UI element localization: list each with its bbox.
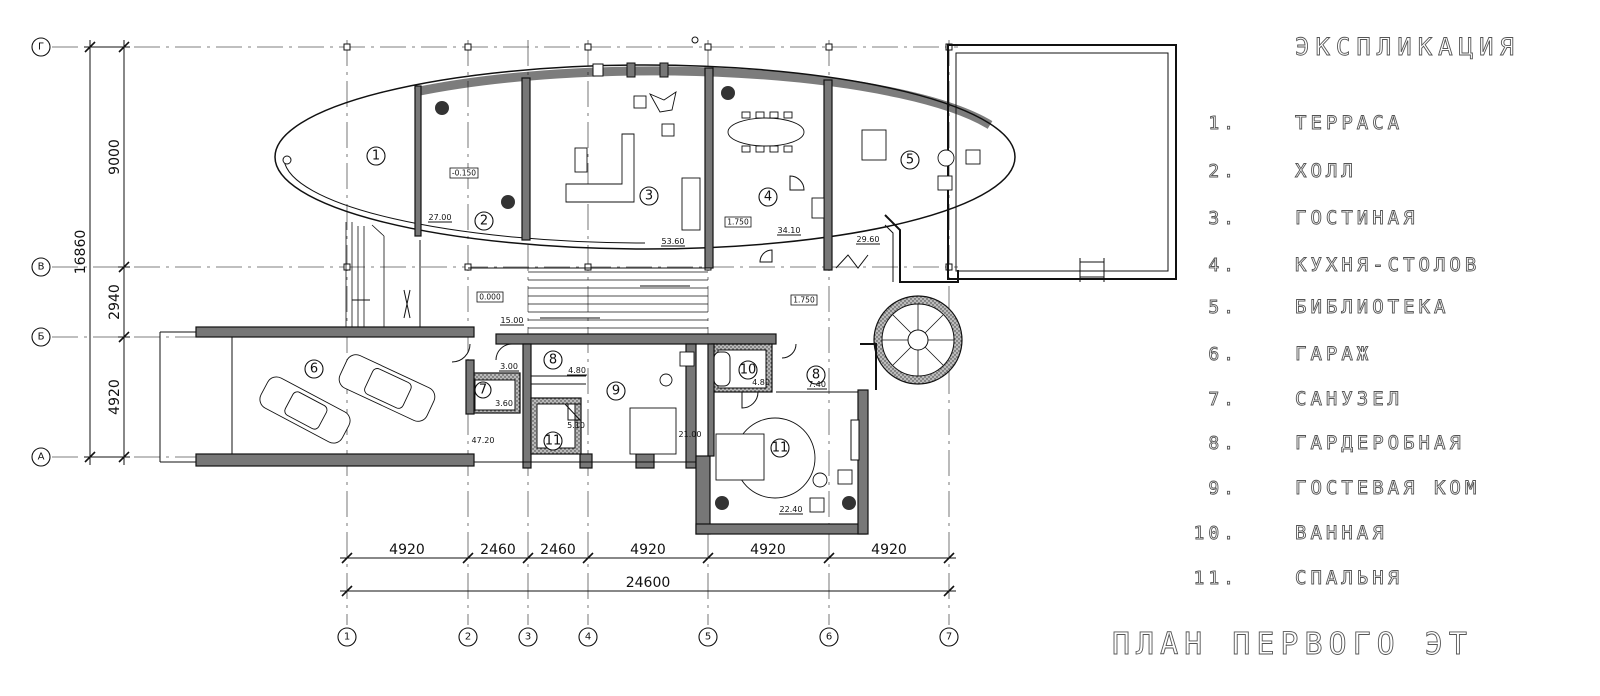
area-22: 22.40: [780, 505, 803, 514]
area-34: 34.10: [778, 226, 801, 235]
room-number-6: 6: [310, 362, 318, 377]
legend-name-6: ГАРАЖ: [1295, 343, 1372, 365]
legend-name-4: КУХНЯ-СТОЛОВ: [1295, 254, 1480, 276]
room-number-5: 5: [906, 153, 914, 168]
area-4-8: 4.80: [568, 366, 586, 375]
axis-letter-v: В: [38, 262, 45, 273]
area-27: 27.00: [429, 213, 452, 222]
area-29: 29.60: [857, 235, 880, 244]
grid-axes: [52, 36, 958, 625]
axis-letter-bubbles: Г В Б А: [31, 37, 51, 467]
room-number-9: 9: [612, 384, 620, 399]
legend-num-5: 5.: [1208, 297, 1238, 318]
level-1750-kitchen: 1.750: [727, 218, 749, 227]
area-7-4: 7.40: [808, 380, 826, 389]
legend-num-6: 6.: [1208, 344, 1238, 365]
axis-number-3: 3: [525, 632, 531, 643]
dim-left-2940: 2940: [107, 284, 123, 320]
room-number-8b: 8: [812, 368, 820, 383]
dim-bottom-3: 2460: [540, 542, 576, 558]
area-3: 3.00: [500, 362, 518, 371]
axis-letter-a: А: [38, 452, 45, 463]
legend-title: ЭКСПЛИКАЦИЯ: [1295, 33, 1520, 61]
axis-letter-b: Б: [38, 332, 45, 343]
dim-bottom-6: 4920: [871, 542, 907, 558]
legend-name-8: ГАРДЕРОБНАЯ: [1295, 432, 1465, 454]
room-number-4: 4: [764, 190, 772, 205]
axis-number-6: 6: [826, 632, 832, 643]
level-marks: -0.150 1.750 0.000 1.750: [449, 167, 818, 306]
bottom-dimensions: 4920 2460 2460 4920 4920 4920 24600: [340, 542, 956, 597]
legend-name-10: ВАННАЯ: [1295, 522, 1388, 544]
dim-bottom-4: 4920: [630, 542, 666, 558]
room-number-2: 2: [480, 214, 488, 229]
legend-num-8: 8.: [1208, 433, 1238, 454]
dim-left-4920: 4920: [107, 379, 123, 415]
legend-name-3: ГОСТИНАЯ: [1295, 207, 1419, 229]
legend-num-3: 3.: [1208, 208, 1238, 229]
area-21: 21.00: [679, 430, 702, 439]
room-number-8: 8: [549, 353, 557, 368]
area-labels: 27.00 53.60 34.10 29.60 15.00 3.00 3.60 …: [428, 213, 880, 515]
area-47: 47.20: [472, 436, 495, 445]
room-number-11: 11: [545, 434, 562, 449]
axis-number-5: 5: [705, 632, 711, 643]
legend-num-10: 10.: [1193, 523, 1238, 544]
legend-num-7: 7.: [1208, 389, 1238, 410]
area-5-1: 5.10: [567, 421, 585, 430]
area-53: 53.60: [662, 237, 685, 246]
room-numbers: 1 2 3 4 5 6 7 8 9 10 11 8 11: [304, 146, 920, 458]
legend-name-11: СПАЛЬНЯ: [1295, 567, 1403, 589]
room-number-11b: 11: [772, 441, 789, 456]
area-4-8b: 4.80: [752, 378, 770, 387]
axis-letter-g: Г: [38, 42, 44, 53]
legend-num-9: 9.: [1208, 478, 1238, 499]
level-1750-hall: 1.750: [793, 296, 815, 305]
level-minus-0150: -0.150: [452, 169, 476, 178]
dim-bottom-5: 4920: [750, 542, 786, 558]
dim-bottom-total: 24600: [626, 575, 671, 591]
dim-bottom-1: 4920: [389, 542, 425, 558]
dim-left-total: 16860: [73, 230, 89, 275]
room-number-1: 1: [372, 149, 380, 164]
legend-name-9: ГОСТЕВАЯ КОМ: [1295, 477, 1480, 499]
room-number-7: 7: [479, 383, 487, 398]
axis-number-7: 7: [946, 632, 952, 643]
legend-name-5: БИБЛИОТЕКА: [1295, 296, 1449, 318]
legend-name-1: ТЕРРАСА: [1295, 112, 1403, 134]
area-15: 15.00: [501, 316, 524, 325]
legend: ЭКСПЛИКАЦИЯ 1. ТЕРРАСА 2. ХОЛЛ 3. ГОСТИН…: [1193, 33, 1520, 590]
legend-num-4: 4.: [1208, 255, 1238, 276]
legend-num-11: 11.: [1193, 568, 1238, 589]
legend-name-7: САНУЗЕЛ: [1295, 388, 1403, 410]
building-walls: [159, 44, 1177, 535]
furniture: [259, 86, 981, 513]
axis-number-1: 1: [344, 632, 350, 643]
area-3-6: 3.60: [495, 399, 513, 408]
axis-number-4: 4: [585, 632, 591, 643]
level-0000: 0.000: [479, 293, 501, 302]
axis-number-bubbles: 1 2 3 4 5 6 7: [337, 627, 959, 647]
left-dimensions: 16860 9000 2940 4920: [73, 40, 130, 465]
axis-number-2: 2: [465, 632, 471, 643]
dim-left-9000: 9000: [107, 139, 123, 175]
dim-bottom-2: 2460: [480, 542, 516, 558]
legend-num-1: 1.: [1208, 113, 1238, 134]
legend-num-2: 2.: [1208, 161, 1238, 182]
legend-name-2: ХОЛЛ: [1295, 160, 1357, 182]
drawing-title: ПЛАН ПЕРВОГО ЭТ: [1112, 627, 1473, 662]
room-number-10: 10: [740, 363, 757, 378]
room-number-3: 3: [645, 189, 653, 204]
